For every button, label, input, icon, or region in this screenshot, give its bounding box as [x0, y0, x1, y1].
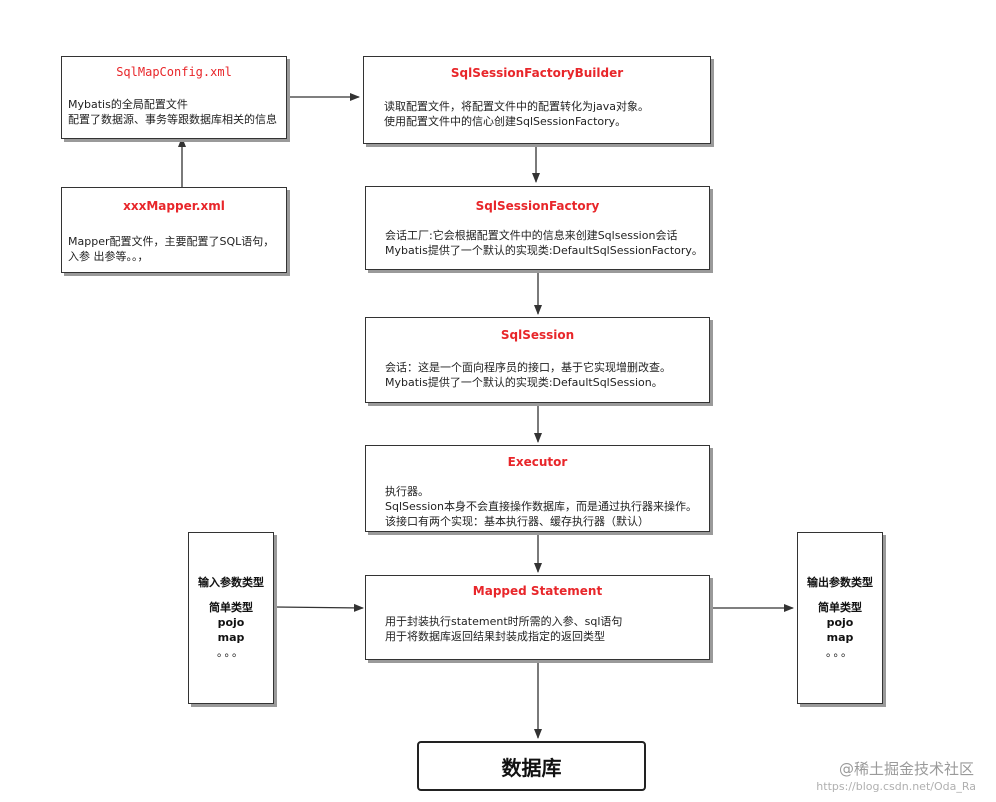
output-types-text: 输出参数类型 简单类型 pojo map 。。。 — [798, 575, 882, 660]
input-types-heading: 输入参数类型 — [198, 576, 264, 589]
builder-box: SqlSessionFactoryBuilder 读取配置文件，将配置文件中的配… — [363, 56, 711, 144]
factory-line-1: 会话工厂:它会根据配置文件中的信息来创建Sqlsession会话 — [385, 229, 678, 242]
input-types-box: 输入参数类型 简单类型 pojo map 。。。 — [188, 532, 274, 704]
factory-line-2: Mybatis提供了一个默认的实现类:DefaultSqlSessionFact… — [385, 244, 703, 257]
session-title: SqlSession — [500, 328, 575, 342]
builder-line-2: 使用配置文件中的信心创建SqlSessionFactory。 — [384, 115, 627, 128]
input-type-item: 。。。 — [217, 646, 245, 659]
mapper-line-1: Mapper配置文件，主要配置了SQL语句， — [68, 235, 275, 248]
output-type-item: pojo — [826, 616, 854, 629]
output-types-box: 输出参数类型 简单类型 pojo map 。。。 — [797, 532, 883, 704]
input-type-item: 简单类型 — [209, 601, 253, 614]
executor-box: Executor 执行器。 SqlSession本身不会直接操作数据库，而是通过… — [365, 445, 710, 532]
executor-line-1: 执行器。 — [385, 485, 429, 498]
output-types-heading: 输出参数类型 — [807, 576, 873, 589]
config-title: SqlMapConfig.xml — [116, 65, 232, 79]
mapper-box: xxxMapper.xml Mapper配置文件，主要配置了SQL语句， 入参 … — [61, 187, 287, 273]
output-type-item: 简单类型 — [818, 601, 862, 614]
session-box: SqlSession 会话：这是一个面向程序员的接口，基于它实现增删改查。 My… — [365, 317, 710, 403]
input-type-item: map — [217, 631, 245, 644]
config-line-1: Mybatis的全局配置文件 — [68, 98, 188, 111]
mapper-title: xxxMapper.xml — [123, 199, 225, 213]
session-line-2: Mybatis提供了一个默认的实现类:DefaultSqlSession。 — [385, 376, 663, 389]
mapped-statement-title: Mapped Statement — [472, 584, 603, 598]
database-box: 数据库 — [417, 741, 646, 791]
output-type-item: map — [826, 631, 854, 644]
builder-line-1: 读取配置文件，将配置文件中的配置转化为java对象。 — [384, 100, 650, 113]
output-type-item: 。。。 — [826, 646, 854, 659]
mapped-statement-line-2: 用于将数据库返回结果封装成指定的返回类型 — [385, 630, 605, 643]
executor-line-2: SqlSession本身不会直接操作数据库，而是通过执行器来操作。 — [385, 500, 697, 513]
input-types-text: 输入参数类型 简单类型 pojo map 。。。 — [189, 575, 273, 660]
watermark-url: https://blog.csdn.net/Oda_Ra — [816, 780, 976, 793]
executor-title: Executor — [507, 455, 568, 469]
watermark-text: @稀土掘金技术社区 — [838, 760, 974, 778]
mapped-statement-box: Mapped Statement 用于封装执行statement时所需的入参、s… — [365, 575, 710, 660]
factory-title: SqlSessionFactory — [475, 199, 600, 213]
session-line-1: 会话：这是一个面向程序员的接口，基于它实现增删改查。 — [385, 361, 671, 374]
builder-title: SqlSessionFactoryBuilder — [450, 66, 624, 80]
arrow-input-to-mapped — [274, 603, 364, 612]
mapper-line-2: 入参 出参等。。， — [68, 250, 149, 263]
mapped-statement-line-1: 用于封装执行statement时所需的入参、sql语句 — [385, 615, 623, 628]
config-box: SqlMapConfig.xml Mybatis的全局配置文件 配置了数据源、事… — [61, 56, 287, 139]
factory-box: SqlSessionFactory 会话工厂:它会根据配置文件中的信息来创建Sq… — [365, 186, 710, 270]
database-label: 数据库 — [501, 755, 562, 780]
config-line-2: 配置了数据源、事务等跟数据库相关的信息 — [68, 113, 277, 126]
input-type-item: pojo — [217, 616, 245, 629]
executor-line-3: 该接口有两个实现：基本执行器、缓存执行器（默认） — [385, 515, 649, 528]
